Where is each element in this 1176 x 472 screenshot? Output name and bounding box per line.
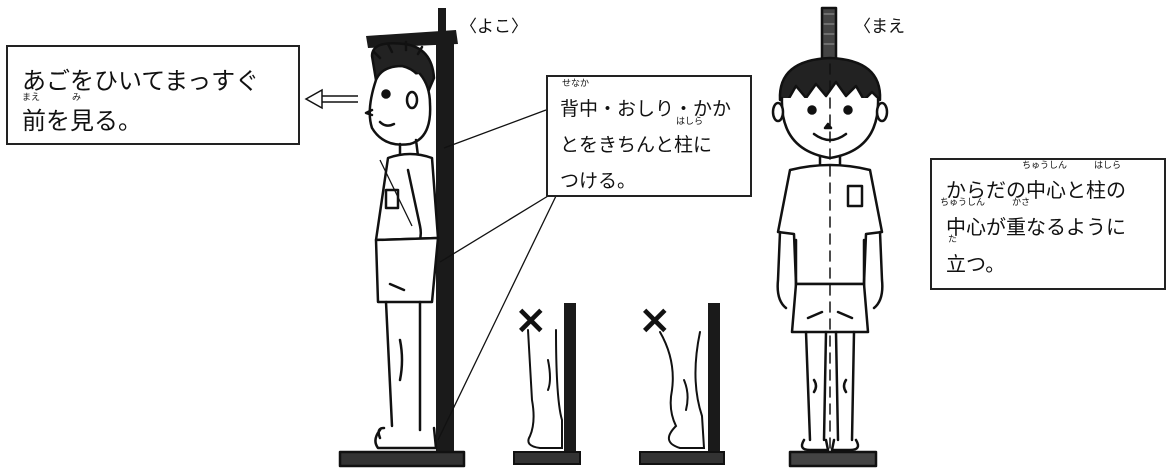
callout-line: からだの中心と柱の (946, 178, 1126, 202)
furigana: はしら (1094, 161, 1122, 171)
callout-chin-tip: あごをひいてまっすぐ 前を見る。 (6, 45, 300, 145)
furigana: ちゅうしん (940, 198, 986, 208)
leader-lines (379, 109, 557, 441)
callout-line: つける。 (560, 170, 637, 192)
furigana: ちゅうしん (1022, 161, 1068, 171)
wrong-mark-2: × (638, 297, 672, 343)
wrong-example-2 (639, 303, 725, 465)
stadiometer-base-side (338, 450, 466, 468)
front-view-label: 〈まえ (854, 17, 905, 37)
callout-line: あごをひいてまっすぐ (22, 67, 260, 95)
callout-line: 中心が重なるように (946, 215, 1126, 239)
side-view-label: 〈よこ〉 (460, 17, 528, 37)
callout-back-contact: 背中・おしり・かか とをきちんと柱に つける。 (546, 75, 752, 197)
wrong-example-1 (513, 303, 581, 465)
stadiometer-pillar-side (436, 40, 454, 455)
front-view-figure (771, 6, 889, 468)
callout-line: 立つ。 (946, 252, 1006, 276)
callout-line: とをきちんと柱に (560, 134, 713, 156)
furigana: た (948, 235, 958, 245)
callout-line: 背中・おしり・かか (560, 98, 732, 120)
arrow-to-face (304, 88, 358, 110)
callout-line: 前を見る。 (22, 107, 142, 135)
side-view-figure (338, 8, 466, 468)
furigana: み (72, 93, 82, 103)
wrong-mark-1: × (514, 297, 548, 343)
stadiometer-base-front (788, 450, 878, 468)
callout-center-align: からだの中心と柱の 中心が重なるように 立つ。 (930, 158, 1166, 290)
furigana: かさ (1012, 198, 1031, 208)
furigana: はしら (676, 117, 704, 127)
furigana: せなか (562, 79, 590, 89)
furigana: まえ (22, 93, 41, 103)
